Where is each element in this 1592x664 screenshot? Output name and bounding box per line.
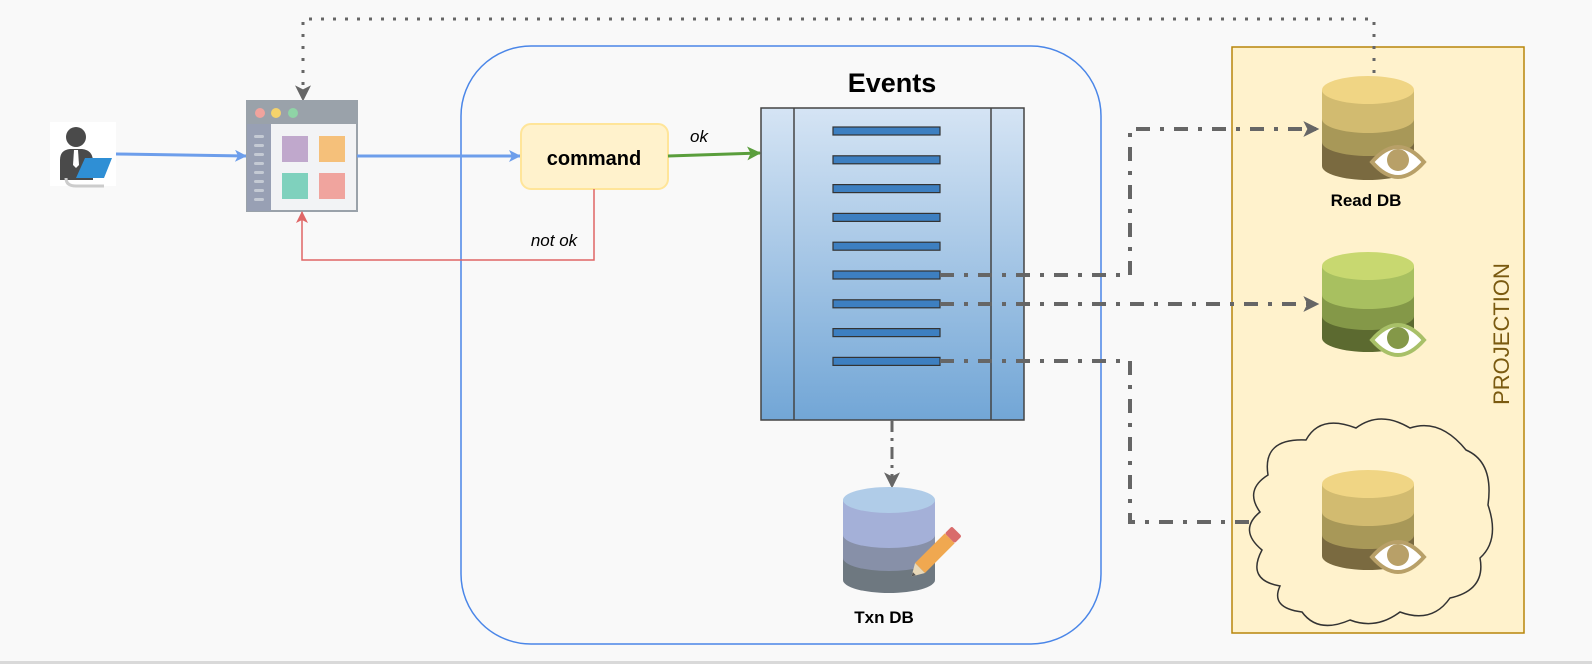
event-item[interactable] xyxy=(832,184,941,194)
not-ok-label: not ok xyxy=(531,231,579,250)
projection-title: PROJECTION xyxy=(1489,263,1514,405)
event-item[interactable] xyxy=(832,328,941,338)
user-laptop-icon xyxy=(50,122,116,188)
txn-db-label: Txn DB xyxy=(854,608,914,627)
event-item[interactable] xyxy=(832,299,941,309)
bottom-edge xyxy=(0,661,1592,664)
event-item[interactable] xyxy=(832,270,941,280)
bounded-context-boundary xyxy=(460,45,1102,645)
event-item[interactable] xyxy=(832,356,941,366)
ok-label: ok xyxy=(690,127,709,146)
command-node[interactable]: command xyxy=(520,123,669,190)
read-db-to-ui-connector xyxy=(295,17,1376,102)
not-ok-arrow xyxy=(296,189,595,261)
pencil-icon xyxy=(911,527,961,577)
command-label: command xyxy=(547,148,641,170)
event-to-cloud-db-connector xyxy=(940,359,1320,530)
eye-icon xyxy=(1369,145,1427,179)
eye-icon xyxy=(1369,323,1427,357)
txn-db-icon xyxy=(843,487,961,593)
user-to-ui-arrow xyxy=(115,149,247,162)
event-to-read-db-connector xyxy=(940,121,1320,277)
event-item[interactable] xyxy=(832,212,941,222)
event-item[interactable] xyxy=(832,155,941,165)
event-store xyxy=(760,107,1025,421)
event-item[interactable] xyxy=(832,241,941,251)
events-title: Events xyxy=(848,68,937,98)
green-db-icon[interactable] xyxy=(1322,252,1427,357)
ok-arrow xyxy=(667,146,762,161)
read-db-label: Read DB xyxy=(1331,191,1402,210)
eye-icon xyxy=(1369,540,1427,574)
browser-window-icon xyxy=(246,100,358,212)
cloud-db-icon[interactable] xyxy=(1322,470,1427,574)
event-item[interactable] xyxy=(832,126,941,136)
read-db-icon[interactable] xyxy=(1322,76,1427,180)
